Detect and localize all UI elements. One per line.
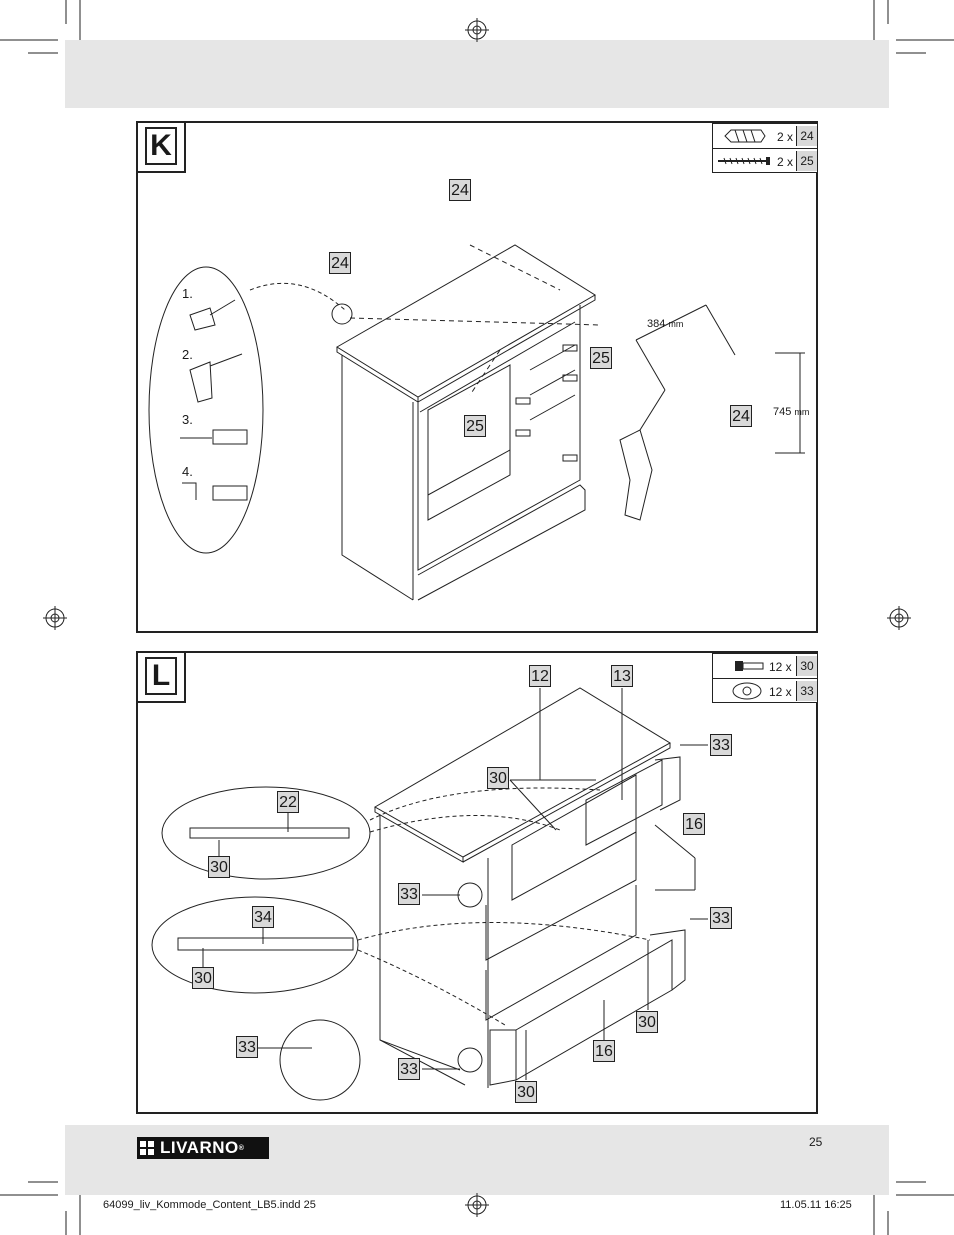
substep-ellipse bbox=[148, 266, 264, 554]
date-info: 11.05.11 16:25 bbox=[780, 1199, 852, 1211]
part-number: 33 bbox=[796, 681, 817, 701]
footer-band bbox=[65, 1125, 889, 1195]
part-label: 24 bbox=[329, 252, 351, 274]
part-label: 33 bbox=[710, 907, 732, 929]
parts-row: 12 x 33 bbox=[713, 679, 817, 704]
qty-label: 12 x bbox=[769, 660, 792, 674]
registered-mark: ® bbox=[238, 1144, 245, 1152]
substep-label: 1. bbox=[182, 286, 193, 301]
file-info: 64099_liv_Kommode_Content_LB5.indd 25 bbox=[103, 1199, 316, 1211]
brand-name: LIVARNO bbox=[160, 1138, 239, 1157]
cap-detail-circle bbox=[279, 1019, 361, 1101]
part-label: 30 bbox=[487, 767, 509, 789]
step-k-parts-table: 2 x 24 2 x 25 bbox=[712, 123, 818, 173]
step-l-letter: L bbox=[145, 657, 177, 695]
rail-22 bbox=[189, 827, 350, 839]
qty-label: 2 x bbox=[777, 130, 794, 144]
part-label: 25 bbox=[590, 347, 612, 369]
livarno-logo: LIVARNO® bbox=[137, 1137, 269, 1159]
part-label: 33 bbox=[236, 1036, 258, 1058]
detail-leader-k bbox=[249, 282, 346, 311]
part-label: 30 bbox=[515, 1081, 537, 1103]
rail-detail-ellipse bbox=[151, 896, 359, 994]
substep-label: 3. bbox=[182, 412, 193, 427]
step-k-panel bbox=[136, 121, 818, 633]
width-dimension: 384 mm bbox=[647, 318, 683, 330]
rail-34 bbox=[177, 937, 354, 951]
bolt-icon bbox=[735, 661, 764, 671]
step-l-badge: L bbox=[136, 651, 186, 703]
part-label: 22 bbox=[277, 791, 299, 813]
part-number: 25 bbox=[796, 151, 817, 171]
height-dimension: 745 mm bbox=[773, 406, 809, 418]
dim-unit: mm bbox=[668, 319, 684, 329]
substep-label: 4. bbox=[182, 464, 193, 479]
part-label: 13 bbox=[611, 665, 633, 687]
part-label: 16 bbox=[593, 1040, 615, 1062]
qty-label: 12 x bbox=[769, 685, 792, 699]
screw-icon bbox=[718, 157, 770, 165]
parts-row: 12 x 30 bbox=[713, 654, 817, 679]
detail-circle bbox=[331, 303, 353, 325]
part-label: 33 bbox=[710, 734, 732, 756]
step-k-badge: K bbox=[136, 121, 186, 173]
header-band bbox=[65, 40, 889, 108]
registration-marks bbox=[43, 18, 911, 1217]
step-k-letter: K bbox=[145, 127, 177, 165]
part-label: 30 bbox=[208, 856, 230, 878]
part-label: 16 bbox=[683, 813, 705, 835]
part-label: 30 bbox=[192, 967, 214, 989]
dim-unit: mm bbox=[794, 407, 810, 417]
part-number: 24 bbox=[796, 126, 817, 146]
dim-value: 745 bbox=[773, 406, 792, 418]
part-number: 30 bbox=[796, 656, 817, 676]
dowel-icon bbox=[724, 129, 766, 143]
step-l-parts-table: 12 x 30 12 x 33 bbox=[712, 653, 818, 703]
rail-detail-ellipse bbox=[161, 786, 371, 880]
part-label: 24 bbox=[449, 179, 471, 201]
brand-mark-icon bbox=[137, 1137, 157, 1159]
part-label: 30 bbox=[636, 1011, 658, 1033]
part-label: 25 bbox=[464, 415, 486, 437]
dim-value: 384 bbox=[647, 318, 666, 330]
part-label: 24 bbox=[730, 405, 752, 427]
substep-icons bbox=[180, 299, 248, 501]
drill-icon bbox=[619, 389, 666, 521]
page-number: 25 bbox=[809, 1135, 823, 1149]
part-label: 34 bbox=[252, 906, 274, 928]
part-label: 12 bbox=[529, 665, 551, 687]
parts-row: 2 x 25 bbox=[713, 149, 817, 174]
part-label: 33 bbox=[398, 1058, 420, 1080]
cap-icon bbox=[732, 682, 762, 700]
qty-label: 2 x bbox=[777, 155, 794, 169]
parts-row: 2 x 24 bbox=[713, 124, 817, 149]
part-label: 33 bbox=[398, 883, 420, 905]
dimension-lines bbox=[635, 304, 805, 454]
substep-label: 2. bbox=[182, 347, 193, 362]
leader-lines bbox=[202, 688, 708, 1080]
dresser-frame-k bbox=[336, 244, 596, 601]
